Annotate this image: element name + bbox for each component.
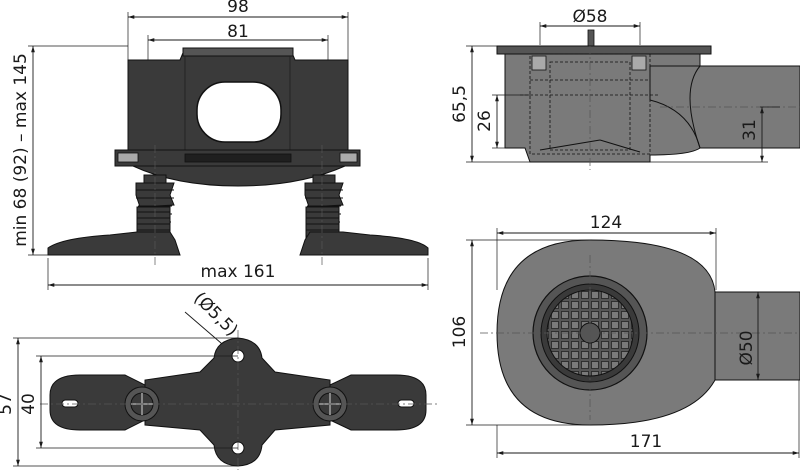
dim-overall-width: 98 — [227, 0, 249, 17]
dim-top-diameter: Ø58 — [572, 7, 607, 27]
view-trap-top: 124 106 Ø50 171 — [450, 213, 800, 458]
view-trap-section: Ø58 65,5 26 31 — [450, 7, 800, 170]
dim-outlet-height: 31 — [740, 119, 760, 141]
dim-inner-height: 26 — [475, 110, 495, 132]
right-leg — [299, 174, 429, 256]
dim-outlet-diameter: Ø50 — [737, 330, 757, 365]
dim-outer-height: 57 — [0, 393, 16, 415]
dim-top-width: 124 — [590, 213, 622, 233]
view-stand-top: (Ø5,5) 57 40 — [0, 288, 440, 470]
dim-inner-height-stand: 40 — [19, 393, 39, 415]
view-side-stand: 98 81 — [11, 0, 429, 290]
dim-total-length: 171 — [630, 432, 662, 452]
dim-inner-width: 81 — [227, 22, 249, 42]
dim-total-height: 65,5 — [450, 85, 470, 123]
dim-top-height: 106 — [450, 316, 470, 348]
left-leg — [47, 174, 181, 256]
dim-hole-diameter: (Ø5,5) — [189, 288, 241, 340]
dim-base-width: max 161 — [201, 262, 276, 282]
dim-height-range: min 68 (92) – max 145 — [11, 53, 31, 247]
